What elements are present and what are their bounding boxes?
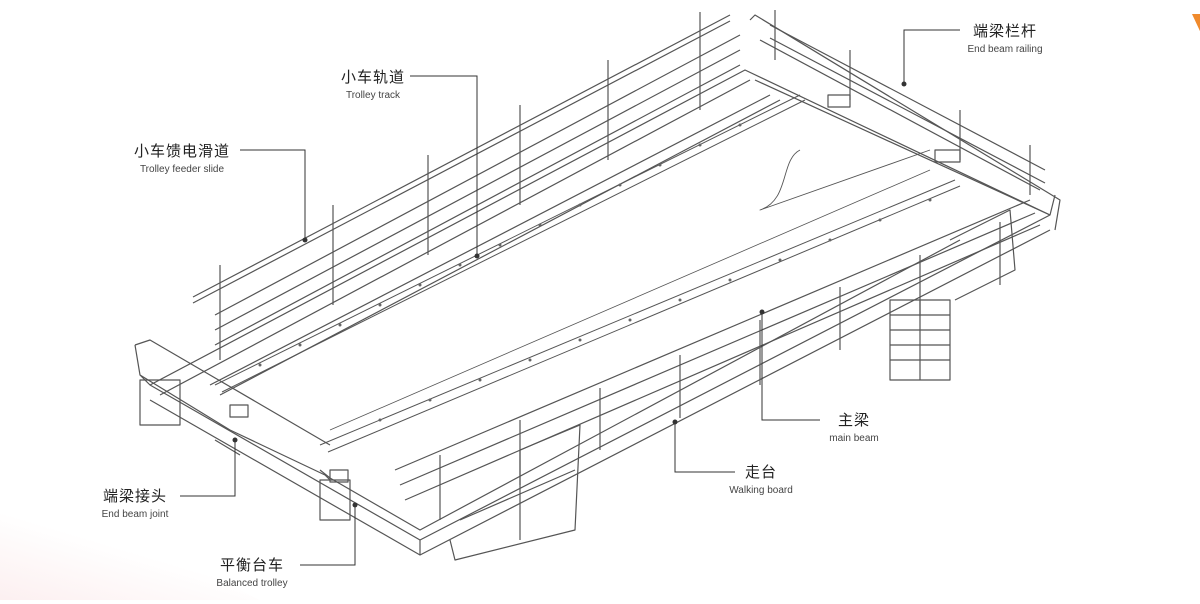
near-main-beam (139, 194, 1056, 556)
trolley-track-en: Trolley track (345, 90, 401, 101)
label-trolley-feeder-slide: 小车馈电滑道 Trolley feeder slide (126, 144, 238, 175)
end-beam-right (749, 10, 1061, 231)
leader-lines (180, 29, 960, 566)
crane-structure (134, 10, 1061, 561)
label-main-beam: 主梁 main beam (822, 413, 886, 444)
label-end-beam-railing: 端梁栏杆 End beam railing (962, 24, 1048, 55)
deck-centerline (329, 169, 931, 431)
track-bolts (258, 123, 932, 422)
leader-trolley-feeder (240, 149, 306, 240)
corner-accent-mark (1192, 14, 1200, 32)
leader-main-beam (761, 312, 820, 421)
walking-board-en: Walking board (729, 485, 793, 496)
walking-board-cn: 走台 (744, 463, 777, 481)
trolley-track-cn: 小车轨道 (340, 68, 405, 86)
main-beam-cn: 主梁 (837, 411, 870, 429)
label-end-beam-joint: 端梁接头 End beam joint (92, 489, 178, 520)
end-beam-joint-cn: 端梁接头 (102, 487, 167, 505)
label-walking-board: 走台 Walking board (724, 465, 798, 496)
label-balanced-trolley: 平衡台车 Balanced trolley (206, 558, 298, 589)
trolley-feeder-slide-cn: 小车馈电滑道 (133, 142, 230, 160)
front-platform (449, 424, 581, 561)
trolley-feeder-slide-en: Trolley feeder slide (139, 164, 225, 175)
trolley-tracks (214, 94, 961, 453)
far-railing-posts (219, 12, 701, 360)
leader-dots (232, 81, 907, 508)
leader-walking-board (674, 422, 735, 473)
leader-trolley-track (410, 75, 478, 256)
near-railing-posts (439, 222, 1001, 520)
leader-end-beam-joint (180, 440, 236, 497)
end-beam-left (134, 339, 351, 521)
label-trolley-track: 小车轨道 Trolley track (336, 70, 410, 101)
end-beam-railing-en: End beam railing (967, 44, 1043, 55)
right-ladder (889, 209, 1016, 381)
balanced-trolley-cn: 平衡台车 (219, 556, 284, 574)
leader-end-beam-railing (903, 29, 960, 84)
main-beam-en: main beam (829, 433, 879, 444)
end-beam-joint-en: End beam joint (101, 509, 169, 520)
balanced-trolley-en: Balanced trolley (216, 578, 288, 589)
end-beam-railing-cn: 端梁栏杆 (972, 22, 1037, 40)
leader-balanced-trolley (300, 505, 356, 566)
feeder-cable (759, 149, 931, 211)
background-wash (0, 470, 260, 600)
